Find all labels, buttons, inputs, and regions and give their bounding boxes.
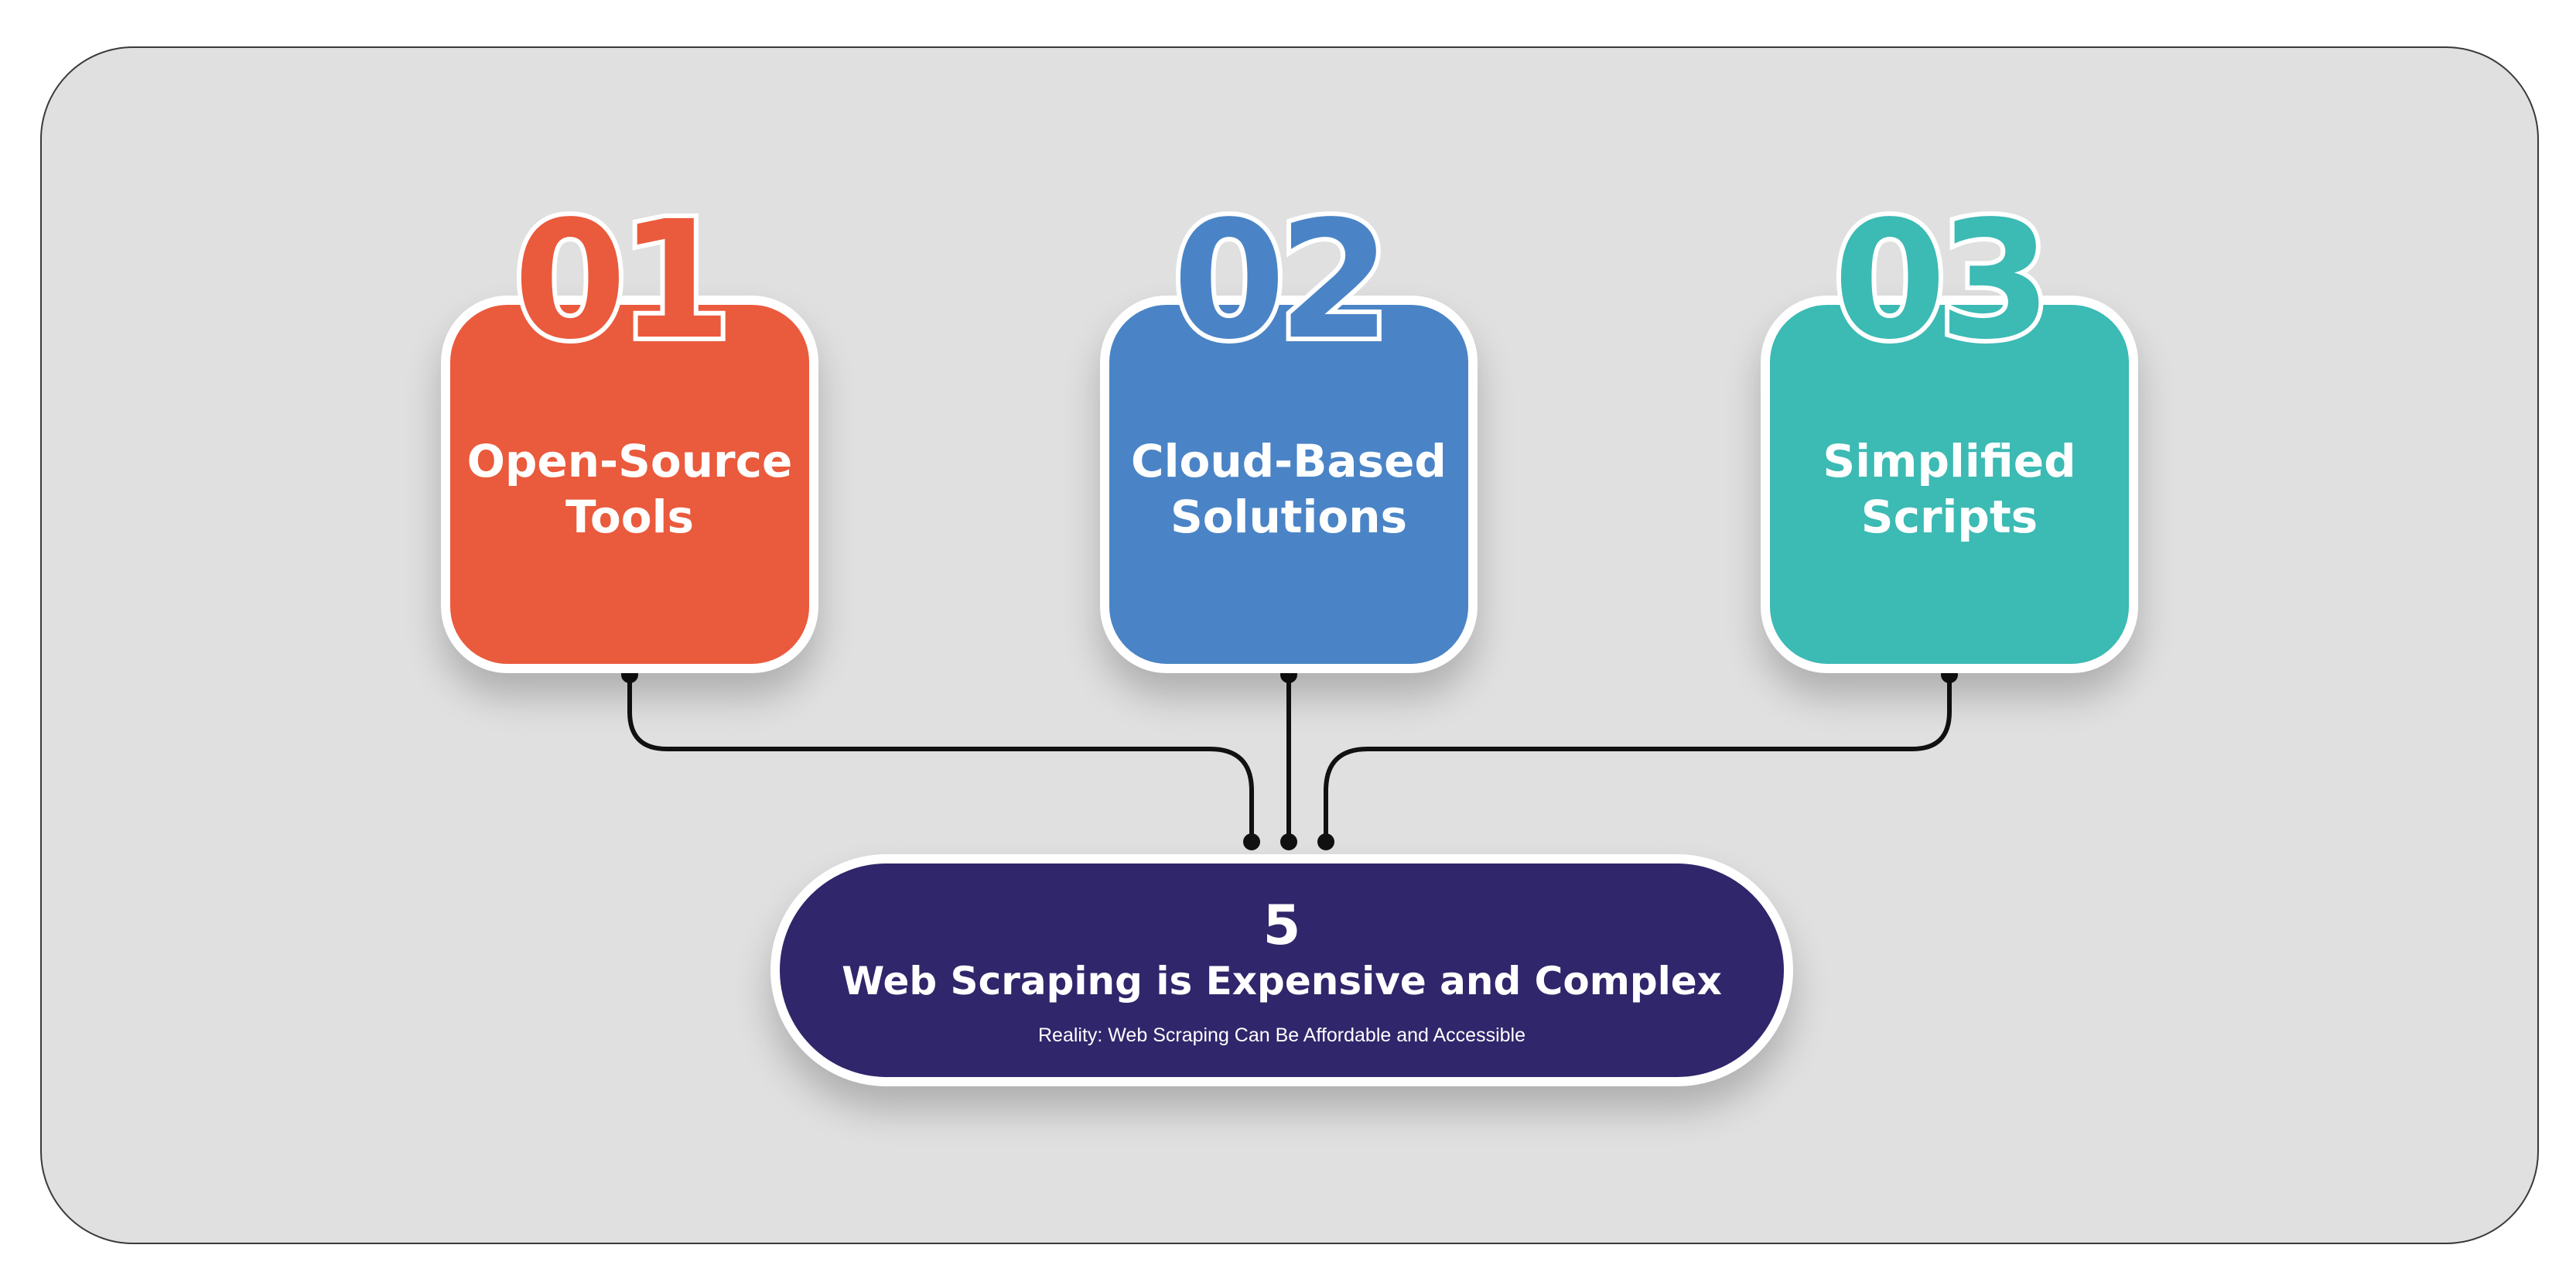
card-number-01: 01 xyxy=(509,186,736,375)
myth-number: 5 xyxy=(1262,894,1301,957)
card-number-02: 02 xyxy=(1168,186,1396,375)
connector-line-3 xyxy=(1324,672,1952,844)
myth-subtitle: Reality: Web Scraping Can Be Affordable … xyxy=(1037,1024,1525,1046)
myth-title: Web Scraping is Expensive and Complex xyxy=(842,959,1722,1004)
card-simplified-scripts: Simplified Scripts xyxy=(1761,296,2138,673)
card-label: Cloud-Based Solutions xyxy=(1131,435,1447,543)
card-label: Open-Source Tools xyxy=(466,435,793,543)
connector-dot-pill-3 xyxy=(1317,833,1334,850)
connector-dot-pill-2 xyxy=(1280,833,1297,850)
connector-dot-pill-1 xyxy=(1243,833,1260,850)
card-cloud-based-solutions: Cloud-Based Solutions xyxy=(1100,296,1478,673)
connector-line-1 xyxy=(627,672,1254,844)
card-label: Simplified Scripts xyxy=(1823,435,2076,543)
card-number-03: 03 xyxy=(1829,186,2056,375)
card-open-source-tools: Open-Source Tools xyxy=(441,296,818,673)
myth-pill: 5 Web Scraping is Expensive and Complex … xyxy=(770,854,1793,1086)
